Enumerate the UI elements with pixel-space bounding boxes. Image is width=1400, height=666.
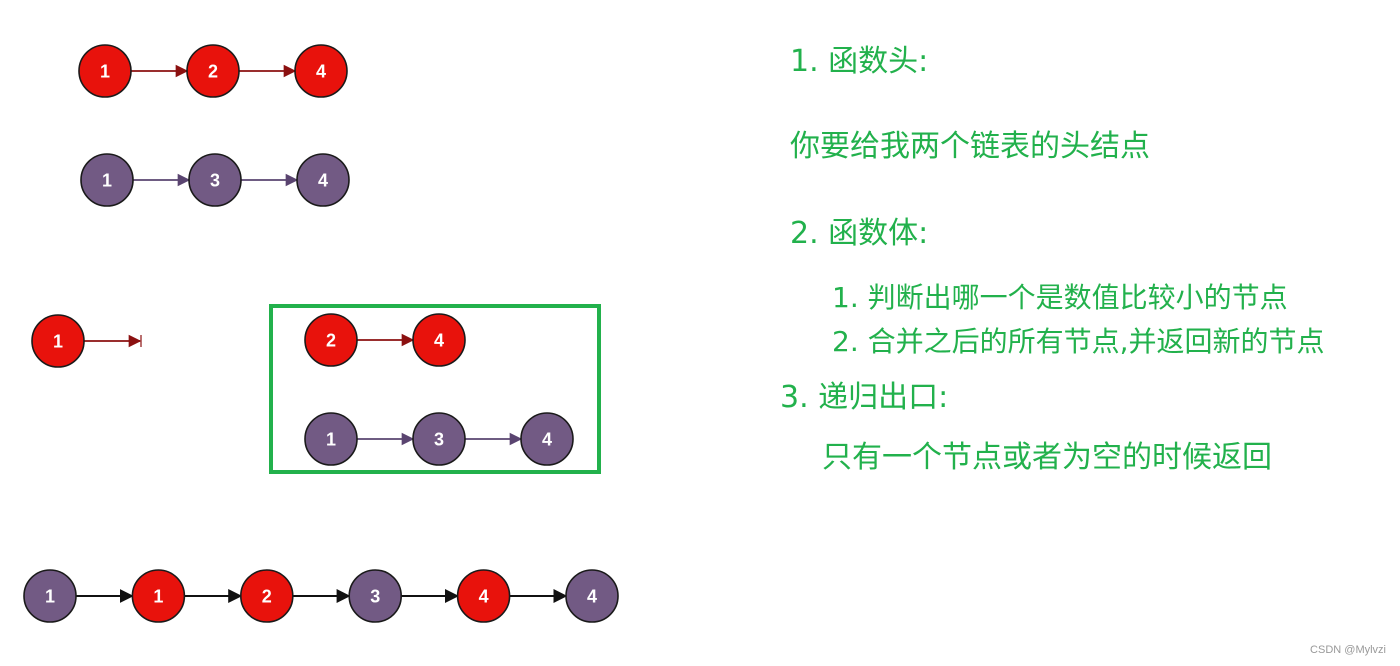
node-value: 1 [53,332,63,352]
node-circle [80,153,134,207]
picked-node-1: 1 [31,314,85,368]
node-value: 4 [542,430,552,450]
remaining_b-node-1: 1 [304,412,358,466]
recursion-exit-title: 3. 递归出口: [780,380,949,415]
merged-node-5: 4 [456,569,511,623]
node-circle [188,153,242,207]
list_a-node-2: 2 [186,44,240,98]
node-circle [239,569,294,623]
node-value: 4 [479,587,489,607]
node-value: 3 [370,587,380,607]
list_a-node-1: 1 [78,44,132,98]
function-body-step-1: 1. 判断出哪一个是数值比较小的节点 [832,281,1288,314]
node-value: 4 [587,587,597,607]
remaining_a-node-1: 2 [304,313,358,367]
node-value: 1 [102,171,112,191]
function-head-description: 你要给我两个链表的头结点 [790,129,1150,164]
list_b-node-3: 4 [296,153,350,207]
merged-node-6: 4 [565,569,619,623]
watermark: CSDN @Mylvzi [1310,644,1386,656]
node-value: 1 [153,587,163,607]
node-circle [31,314,85,368]
node-value: 2 [262,587,272,607]
merged-node-2: 1 [131,569,186,623]
function-body-title: 2. 函数体: [790,216,929,251]
node-value: 1 [326,430,336,450]
node-circle [412,412,466,466]
recursion-subproblem-box [269,304,601,474]
node-value: 1 [45,587,55,607]
node-circle [520,412,574,466]
node-circle [456,569,511,623]
list_a-node-3: 4 [294,44,348,98]
merged-node-3: 2 [239,569,294,623]
list_b-node-1: 1 [80,153,134,207]
node-value: 3 [210,171,220,191]
node-value: 2 [326,331,336,351]
merged-node-1: 1 [23,569,77,623]
node-circle [304,412,358,466]
node-circle [296,153,350,207]
function-body-step-2: 2. 合并之后的所有节点,并返回新的节点 [832,325,1325,358]
remaining_b-node-3: 4 [520,412,574,466]
node-value: 4 [316,62,326,82]
node-circle [412,313,466,367]
function-head-title: 1. 函数头: [790,44,929,79]
node-circle [78,44,132,98]
node-value: 3 [434,430,444,450]
node-circle [304,313,358,367]
node-circle [23,569,77,623]
node-value: 1 [100,62,110,82]
node-value: 4 [434,331,444,351]
node-value: 2 [208,62,218,82]
node-circle [565,569,619,623]
node-circle [348,569,403,623]
remaining_a-node-2: 4 [412,313,466,367]
remaining_b-node-2: 3 [412,412,466,466]
node-circle [131,569,186,623]
node-circle [294,44,348,98]
recursion-exit-description: 只有一个节点或者为空的时候返回 [822,440,1272,475]
node-circle [186,44,240,98]
merged-node-4: 3 [348,569,403,623]
node-value: 4 [318,171,328,191]
list_b-node-2: 3 [188,153,242,207]
